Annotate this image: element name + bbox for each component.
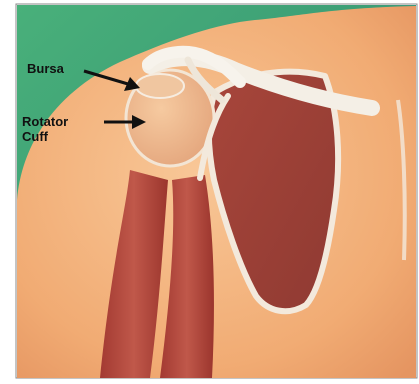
bursa-sac [136, 74, 184, 98]
rotator-cuff-label-line2: Cuff [22, 129, 48, 144]
rotator-cuff-label-line1: Rotator [22, 114, 68, 129]
bursa-label: Bursa [27, 61, 64, 76]
